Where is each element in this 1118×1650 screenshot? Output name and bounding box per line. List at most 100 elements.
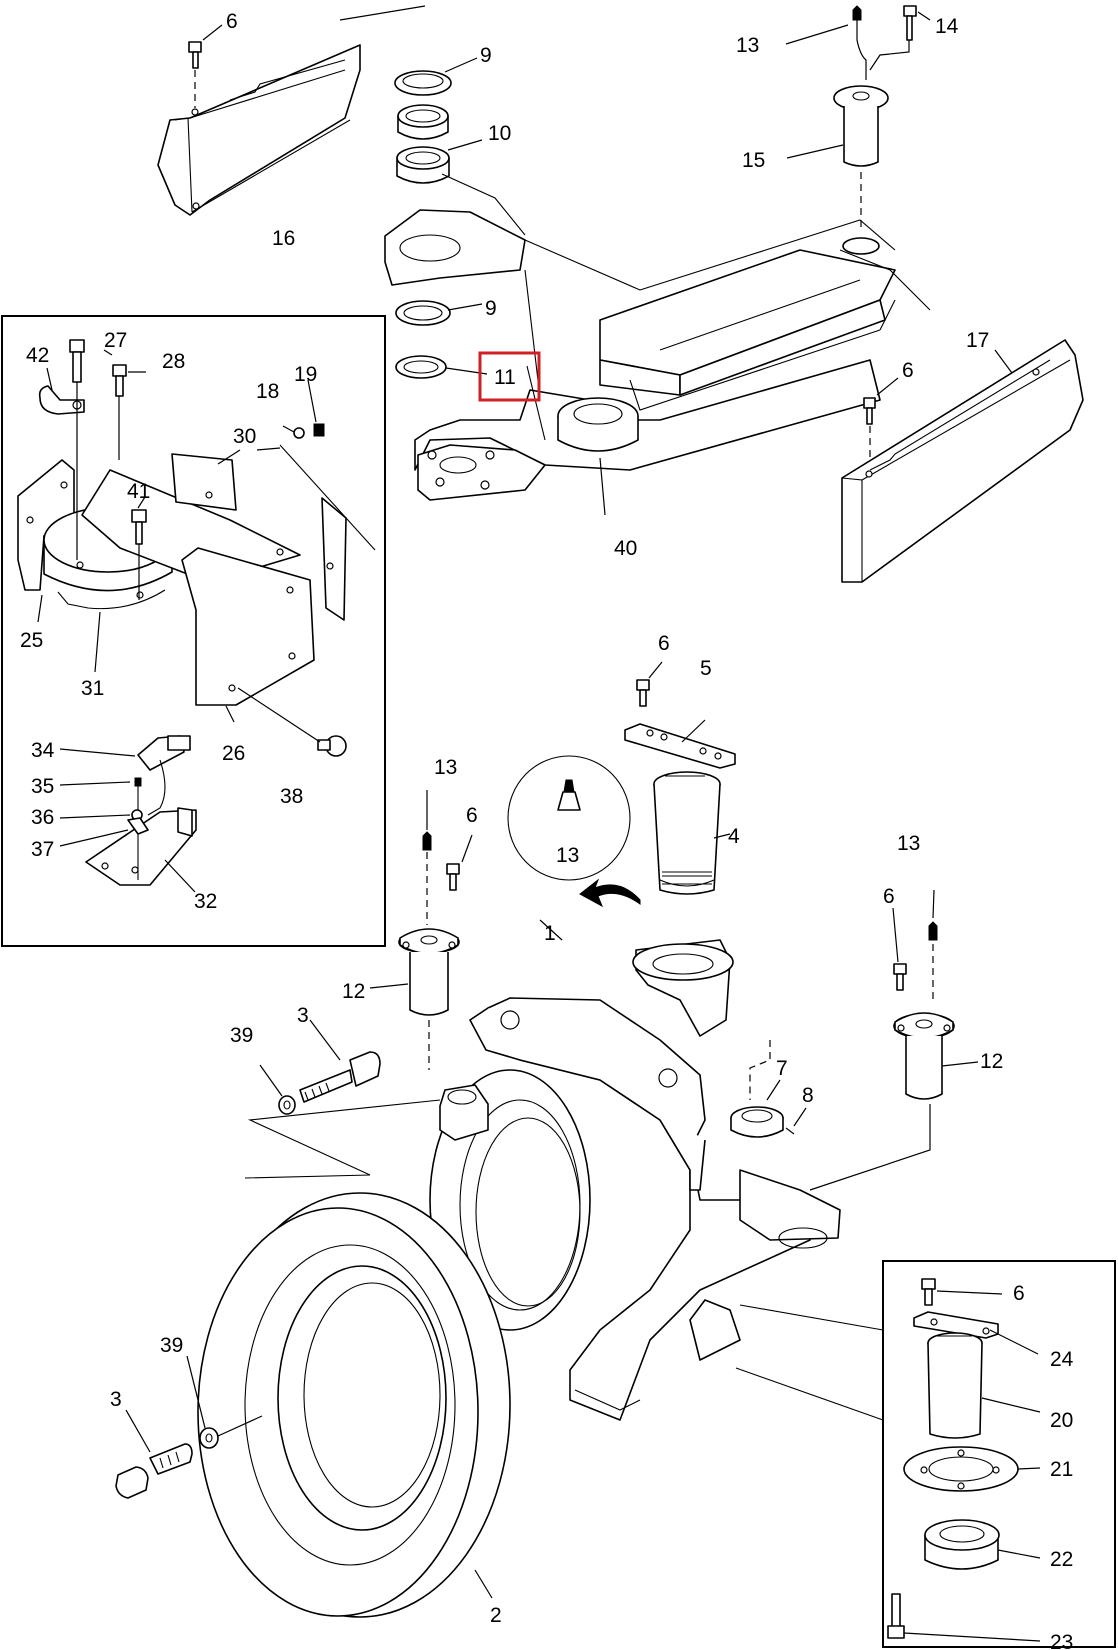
bearing-cone-9-upper: [394, 70, 452, 96]
callout-32: 32: [194, 890, 217, 913]
callout-42: 42: [26, 344, 49, 367]
callout-15: 15: [742, 149, 765, 172]
grease-fitting-icon: [852, 5, 867, 80]
callout-6: 6: [902, 359, 914, 382]
bolt-icon: [69, 339, 85, 560]
callout-3: 3: [110, 1388, 122, 1411]
bolt-icon: [636, 679, 650, 707]
callout-38: 38: [280, 785, 303, 808]
bolt-icon: [446, 863, 460, 891]
clamp-42: [38, 385, 85, 415]
king-pin-20: [927, 1332, 983, 1439]
callout-37: 37: [31, 838, 54, 861]
callout-14: 14: [935, 15, 959, 38]
axle-beam: [384, 173, 896, 501]
callout-19: 19: [294, 363, 317, 386]
callout-36: 36: [31, 806, 54, 829]
bolt-3-upper: [299, 1051, 381, 1103]
callout-13: 13: [434, 756, 457, 779]
callout-13: 13: [556, 844, 579, 867]
bracket-plate-30: [81, 444, 376, 621]
clip-37: [127, 817, 149, 835]
bolt-icon: [869, 5, 917, 71]
pin-12-right: [893, 1012, 955, 1100]
grease-fitting-icon: [422, 831, 432, 925]
cotter-pin-8: [785, 1127, 795, 1135]
callout-7: 7: [776, 1057, 788, 1080]
wheel-flange-2: [197, 1192, 511, 1618]
mount-plate-32: [85, 807, 197, 886]
inset-frame-sensor-bracket: [1, 315, 386, 947]
callout-26: 26: [222, 742, 245, 765]
grease-fitting-icon: [928, 921, 938, 1000]
callout-31: 31: [81, 677, 104, 700]
bolt-icon: [921, 1278, 936, 1306]
callout-6: 6: [883, 885, 895, 908]
cover-plate-right: [841, 339, 1084, 583]
bolt-3-lower: [115, 1443, 193, 1499]
bolt-icon: [317, 735, 347, 757]
callout-21: 21: [1050, 1458, 1073, 1481]
callout-34: 34: [31, 739, 55, 762]
callout-1: 1: [544, 922, 556, 945]
callout-18: 18: [256, 380, 279, 403]
callout-2: 2: [490, 1604, 502, 1627]
callout-9: 9: [485, 297, 497, 320]
callout-35: 35: [31, 775, 54, 798]
bolt-23: [887, 1593, 905, 1639]
callout-12: 12: [980, 1050, 1003, 1073]
callout-11: 11: [494, 366, 516, 389]
washer-39-upper: [278, 1095, 296, 1115]
bearing-cup-stack-10: [396, 104, 450, 184]
sensor-34: [137, 735, 191, 816]
callout-16: 16: [272, 227, 295, 250]
washer-nut: [293, 423, 325, 439]
bolt-icon: [112, 364, 127, 460]
callout-41: 41: [127, 480, 150, 503]
callout-27: 27: [104, 329, 127, 352]
callout-28: 28: [162, 350, 185, 373]
lock-plate-5: [624, 723, 736, 769]
highlight-box: [478, 351, 541, 402]
callout-23: 23: [1050, 1631, 1073, 1650]
king-pin-15: [833, 85, 889, 255]
callout-39: 39: [160, 1334, 183, 1357]
callout-22: 22: [1050, 1548, 1073, 1571]
thrust-plate-21: [903, 1446, 1019, 1492]
king-pin-4: [653, 771, 721, 895]
callout-8: 8: [802, 1084, 814, 1107]
callout-17: 17: [966, 329, 989, 352]
arrow-icon: [579, 878, 641, 908]
cover-plate-left: [157, 44, 361, 216]
callout-4: 4: [728, 825, 740, 848]
inset-circle-grease-fitting: [507, 755, 631, 881]
callout-9: 9: [480, 44, 492, 67]
callout-6: 6: [1013, 1282, 1025, 1305]
callout-30: 30: [233, 425, 256, 448]
washer-39-lower: [199, 1427, 219, 1449]
callout-25: 25: [20, 629, 43, 652]
callout-40: 40: [614, 537, 637, 560]
bolt-icon: [893, 963, 907, 991]
callout-39: 39: [230, 1024, 253, 1047]
callout-3: 3: [297, 1004, 309, 1027]
callout-13: 13: [897, 832, 920, 855]
callout-6: 6: [226, 10, 238, 33]
bracket-26: [181, 547, 315, 706]
callout-20: 20: [1050, 1409, 1073, 1432]
callout-10: 10: [488, 122, 511, 145]
callout-6: 6: [466, 804, 478, 827]
callout-12: 12: [342, 980, 365, 1003]
bolt-icon: [188, 41, 202, 108]
grease-fitting-icon: [557, 779, 581, 811]
bolt-icon: [131, 509, 147, 600]
bolt-icon: [863, 397, 876, 462]
bearing-cone-9-lower: [395, 300, 451, 326]
callout-5: 5: [700, 657, 712, 680]
callout-6: 6: [658, 632, 670, 655]
inset-frame-king-pin: [882, 1260, 1116, 1648]
callout-13: 13: [736, 34, 759, 57]
pin-12-left: [398, 928, 460, 1070]
bearing-22: [924, 1519, 1000, 1570]
